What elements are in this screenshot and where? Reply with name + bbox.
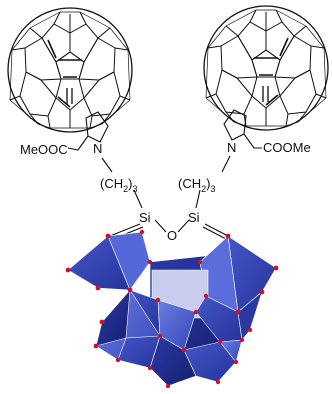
chain-right-close: ): [206, 176, 210, 191]
ester-left-label: MeOOC: [20, 142, 68, 157]
chain-left-label: (CH2)3: [100, 176, 137, 194]
chain-right-label: (CH2)3: [178, 176, 215, 194]
chain-right-ch: (CH: [178, 176, 201, 191]
chain-left-sub-2: 2: [123, 184, 128, 194]
chain-bonds: [101, 155, 231, 209]
silicon-right-label: Si: [188, 210, 200, 225]
chain-left-sub-3: 3: [132, 184, 137, 194]
fullerene-right: [203, 5, 329, 131]
siloxane-bonds: [109, 219, 229, 240]
chain-right-sub-2: 2: [201, 184, 206, 194]
pyrrolidine-left: [67, 111, 109, 151]
nitrogen-left-label: N: [93, 141, 102, 156]
nitrogen-right-label: N: [227, 140, 236, 155]
fullerene-left: [7, 7, 133, 133]
ester-right-label: COOMe: [263, 140, 311, 155]
silicon-left-label: Si: [139, 210, 151, 225]
chain-right-sub-3: 3: [210, 184, 215, 194]
chain-left-ch: (CH: [100, 176, 123, 191]
polyoxometalate-cluster: [67, 231, 277, 387]
pyrrolidine-right: [223, 109, 262, 149]
oxygen-atoms: [65, 229, 279, 389]
chain-left-close: ): [128, 176, 132, 191]
oxygen-bridge-label: O: [167, 228, 177, 243]
